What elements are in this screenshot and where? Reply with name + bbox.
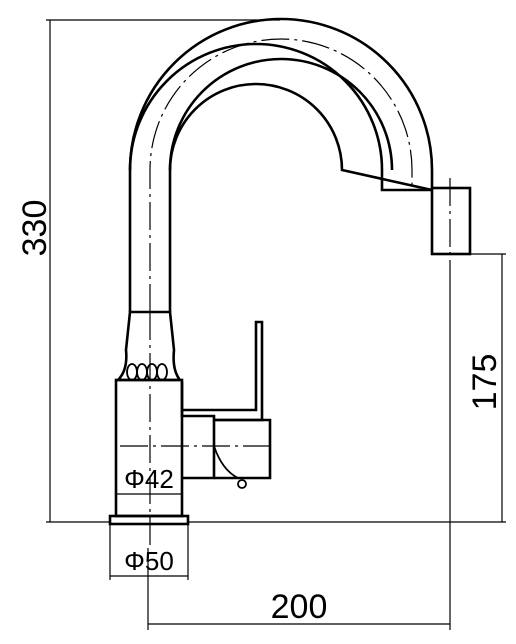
center-lines <box>120 178 451 548</box>
extension-lines <box>46 19 506 630</box>
faucet-nozzle <box>430 186 472 256</box>
dimension-base-diameter: Φ50 <box>124 546 174 576</box>
dimension-body-diameter: Φ42 <box>124 464 174 494</box>
dimension-total-height: 330 <box>16 200 54 257</box>
dimension-reach: 200 <box>271 588 328 626</box>
faucet-collar <box>114 310 183 382</box>
faucet-body <box>114 378 184 518</box>
faucet-handle <box>180 320 272 489</box>
dimension-spout-height: 175 <box>466 354 504 411</box>
dimension-lines <box>49 20 503 625</box>
faucet-spout <box>128 17 434 312</box>
